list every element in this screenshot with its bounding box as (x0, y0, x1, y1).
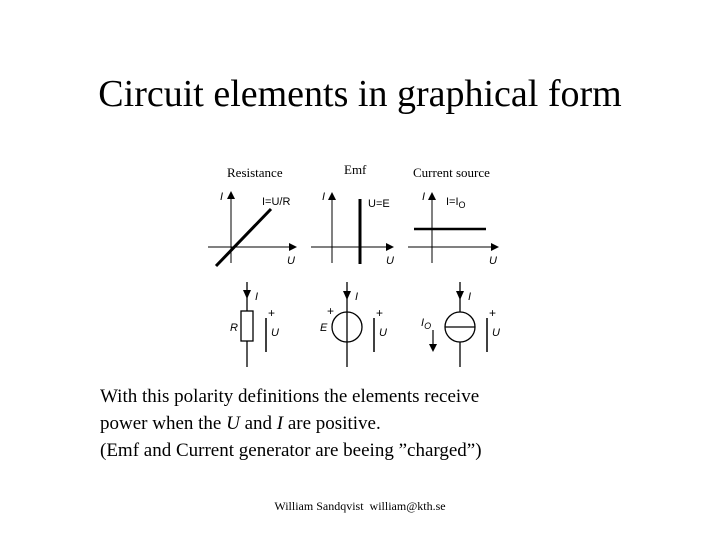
current-source-symbol: I IO + U (421, 282, 500, 367)
footer: William Sandqvist william@kth.se (274, 499, 446, 513)
voltage-label: U (379, 327, 387, 339)
body-line-3: (Emf and Current generator are beeing ”c… (100, 440, 482, 461)
current-label: I (255, 291, 258, 303)
plus-sign: + (489, 306, 496, 320)
x-axis-label: U (386, 255, 394, 267)
graph-label-resistance: I=U/R (262, 196, 290, 208)
resistor-label: R (230, 322, 238, 334)
source-label: IO (421, 317, 431, 331)
current-arrow-icon (343, 291, 351, 300)
current-label: I (468, 291, 471, 303)
voltage-label: U (271, 327, 279, 339)
page-title: Circuit elements in graphical form (98, 73, 622, 115)
label-emf: Emf (344, 162, 367, 177)
graph-resistance: I U I=U/R (208, 191, 297, 268)
graph-label-current-source: I=IO (446, 196, 466, 210)
current-arrow-icon (243, 290, 251, 299)
resistance-line (214, 207, 273, 268)
current-arrow-icon (456, 291, 464, 300)
emf-label: E (320, 322, 328, 334)
graph-current-source: I U I=IO (408, 191, 499, 267)
plus-sign: + (268, 306, 275, 320)
body-line-1: With this polarity definitions the eleme… (100, 386, 480, 407)
plus-sign-emf: + (327, 304, 334, 318)
x-axis-label: U (489, 255, 497, 267)
graph-emf: I U U=E (311, 191, 394, 267)
voltage-label: U (492, 327, 500, 339)
source-arrow-icon (429, 344, 437, 352)
body-line-2: power when the U and I are positive. (100, 413, 381, 434)
label-current-source: Current source (413, 165, 490, 180)
graph-label-emf: U=E (368, 198, 390, 210)
resistor-body (240, 310, 254, 342)
y-axis-label: I (322, 191, 325, 203)
resistor-symbol: I + U R (230, 282, 279, 367)
x-axis-label: U (287, 255, 295, 267)
current-label: I (355, 291, 358, 303)
plus-sign: + (376, 306, 383, 320)
emf-symbol: I + E + U (320, 282, 387, 367)
label-resistance: Resistance (227, 165, 283, 180)
y-axis-label: I (220, 191, 223, 203)
body-text: With this polarity definitions the eleme… (100, 383, 660, 464)
y-axis-label: I (422, 191, 425, 203)
